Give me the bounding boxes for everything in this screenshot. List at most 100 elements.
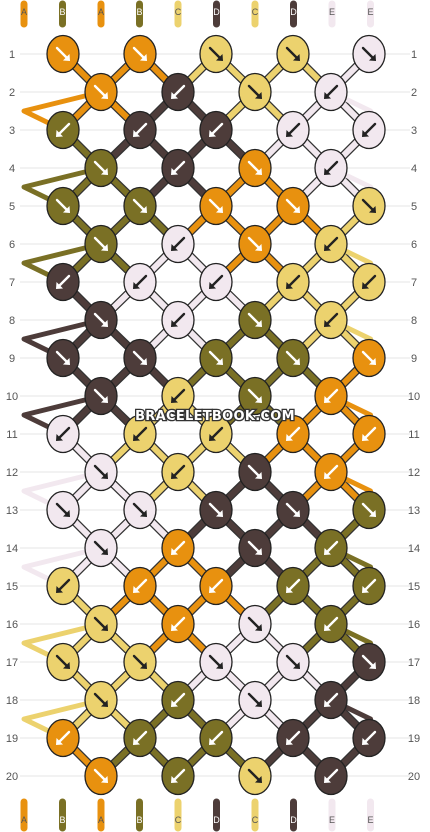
- arrow-down-left-icon: [209, 730, 224, 745]
- row-label-left: 11: [6, 429, 17, 441]
- knot: [314, 224, 348, 264]
- knot: [199, 718, 233, 758]
- knot: [276, 110, 310, 150]
- arrow-down-left-icon: [209, 122, 224, 137]
- row-label-left: 8: [9, 315, 15, 327]
- knot: [352, 566, 386, 606]
- row-label-left: 6: [9, 239, 15, 251]
- strand-label-bottom: D: [213, 815, 220, 825]
- knot: [123, 34, 157, 74]
- arrow-down-left-icon: [324, 84, 339, 99]
- arrow-down-left-icon: [133, 426, 148, 441]
- strand-label-bottom: E: [329, 815, 335, 825]
- knot: [238, 452, 272, 492]
- strand-label-top: A: [21, 7, 27, 17]
- row-label-left: 19: [6, 733, 18, 745]
- knot: [46, 414, 80, 454]
- knot: [276, 414, 310, 454]
- knot: [46, 566, 80, 606]
- knot: [161, 224, 195, 264]
- arrow-down-right-icon: [361, 46, 376, 61]
- arrow-down-right-icon: [132, 198, 147, 213]
- arrow-down-right-icon: [208, 198, 223, 213]
- arrow-down-left-icon: [133, 578, 148, 593]
- strand-label-top: C: [252, 7, 259, 17]
- knot: [314, 376, 348, 416]
- row-label-right: 6: [411, 239, 417, 251]
- knot: [238, 756, 272, 796]
- arrow-down-right-icon: [55, 350, 70, 365]
- arrow-down-right-icon: [93, 768, 108, 783]
- arrow-down-right-icon: [208, 502, 223, 517]
- arrow-down-right-icon: [247, 84, 262, 99]
- knot: [46, 110, 80, 150]
- knot: [238, 528, 272, 568]
- arrow-down-left-icon: [324, 540, 339, 555]
- knot: [314, 300, 348, 340]
- row-label-left: 20: [6, 771, 18, 783]
- arrow-down-right-icon: [132, 502, 147, 517]
- strand-label-bottom: C: [175, 815, 182, 825]
- row-label-left: 5: [9, 201, 15, 213]
- row-label-left: 1: [9, 49, 15, 61]
- arrow-down-right-icon: [93, 692, 108, 707]
- arrow-down-left-icon: [286, 730, 301, 745]
- arrow-down-right-icon: [132, 350, 147, 365]
- arrow-down-left-icon: [133, 730, 148, 745]
- arrow-down-right-icon: [208, 46, 223, 61]
- knot: [46, 718, 80, 758]
- arrow-down-left-icon: [324, 312, 339, 327]
- row-label-left: 14: [6, 543, 18, 555]
- arrow-down-left-icon: [286, 578, 301, 593]
- arrow-down-right-icon: [132, 46, 147, 61]
- arrow-down-left-icon: [56, 578, 71, 593]
- knot: [238, 300, 272, 340]
- knot: [161, 756, 195, 796]
- arrow-down-left-icon: [56, 730, 71, 745]
- row-label-left: 10: [6, 391, 18, 403]
- knot: [276, 262, 310, 302]
- knot: [314, 756, 348, 796]
- knot: [199, 338, 233, 378]
- arrow-down-right-icon: [93, 312, 108, 327]
- knot: [314, 528, 348, 568]
- knot: [314, 72, 348, 112]
- arrow-down-right-icon: [208, 350, 223, 365]
- knot: [238, 224, 272, 264]
- knot: [84, 604, 118, 644]
- row-label-right: 11: [408, 429, 419, 441]
- arrow-down-right-icon: [247, 464, 262, 479]
- arrow-down-left-icon: [171, 768, 186, 783]
- arrow-down-right-icon: [247, 312, 262, 327]
- arrow-down-left-icon: [56, 426, 71, 441]
- knot: [199, 414, 233, 454]
- knot: [314, 604, 348, 644]
- arrow-down-left-icon: [324, 236, 339, 251]
- watermark: BRACELETBOOK.COM: [135, 409, 295, 424]
- arrow-down-left-icon: [171, 540, 186, 555]
- arrow-down-right-icon: [285, 502, 300, 517]
- row-label-right: 2: [411, 87, 417, 99]
- knot: [352, 414, 386, 454]
- knot: [161, 300, 195, 340]
- row-label-right: 17: [408, 657, 420, 669]
- arrow-down-left-icon: [209, 426, 224, 441]
- arrow-down-right-icon: [55, 46, 70, 61]
- row-label-left: 7: [9, 277, 15, 289]
- arrow-down-left-icon: [56, 274, 71, 289]
- arrow-down-left-icon: [324, 616, 339, 631]
- row-label-right: 16: [408, 619, 420, 631]
- knot: [199, 262, 233, 302]
- strand-label-top: B: [59, 7, 65, 17]
- knot: [46, 186, 80, 226]
- arrow-down-left-icon: [286, 426, 301, 441]
- arrow-down-left-icon: [286, 274, 301, 289]
- knot: [46, 490, 80, 530]
- arrow-down-right-icon: [361, 198, 376, 213]
- row-label-left: 15: [6, 581, 18, 593]
- knot: [276, 34, 310, 74]
- arrow-down-right-icon: [93, 160, 108, 175]
- knot: [199, 642, 233, 682]
- row-label-left: 4: [9, 163, 15, 175]
